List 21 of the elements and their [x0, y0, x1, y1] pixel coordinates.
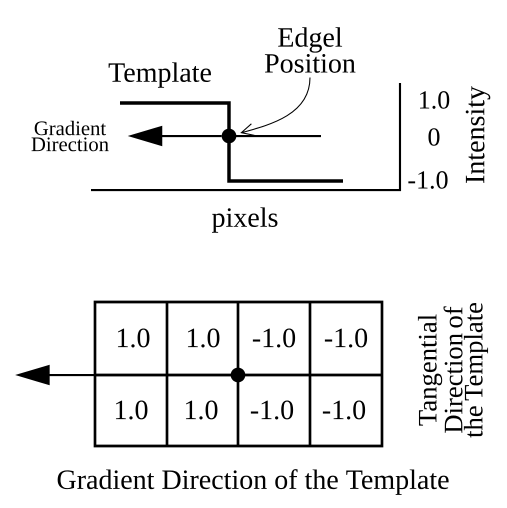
cell-value: 1.0 — [116, 400, 148, 420]
callout-text: Edgel Position — [264, 27, 356, 73]
cell-value: 1.0 — [118, 328, 150, 348]
leader-line — [240, 77, 311, 136]
axis-label: pixels — [212, 207, 278, 233]
tick-label: 1.0 — [420, 91, 450, 109]
cell-value: -1.0 — [252, 328, 296, 348]
axis-label: Intensity — [466, 86, 490, 183]
arrow-label: Gradient Direction — [32, 120, 109, 152]
cell-value: 1.0 — [188, 328, 220, 348]
cell-value: -1.0 — [322, 400, 366, 420]
tick-label: 0 — [428, 128, 440, 146]
direction-label: Tangential Direction of the Template — [418, 302, 488, 438]
curve-label: Template — [108, 62, 211, 88]
cell-value: 1.0 — [186, 400, 218, 420]
caption-text: Gradient Direction of the Template — [58, 469, 449, 495]
cell-value: -1.0 — [250, 400, 294, 420]
edgel-dot — [230, 368, 246, 382]
tick-label: -1.0 — [408, 171, 448, 189]
cell-value: -1.0 — [324, 328, 368, 348]
edgel-dot — [222, 128, 236, 144]
